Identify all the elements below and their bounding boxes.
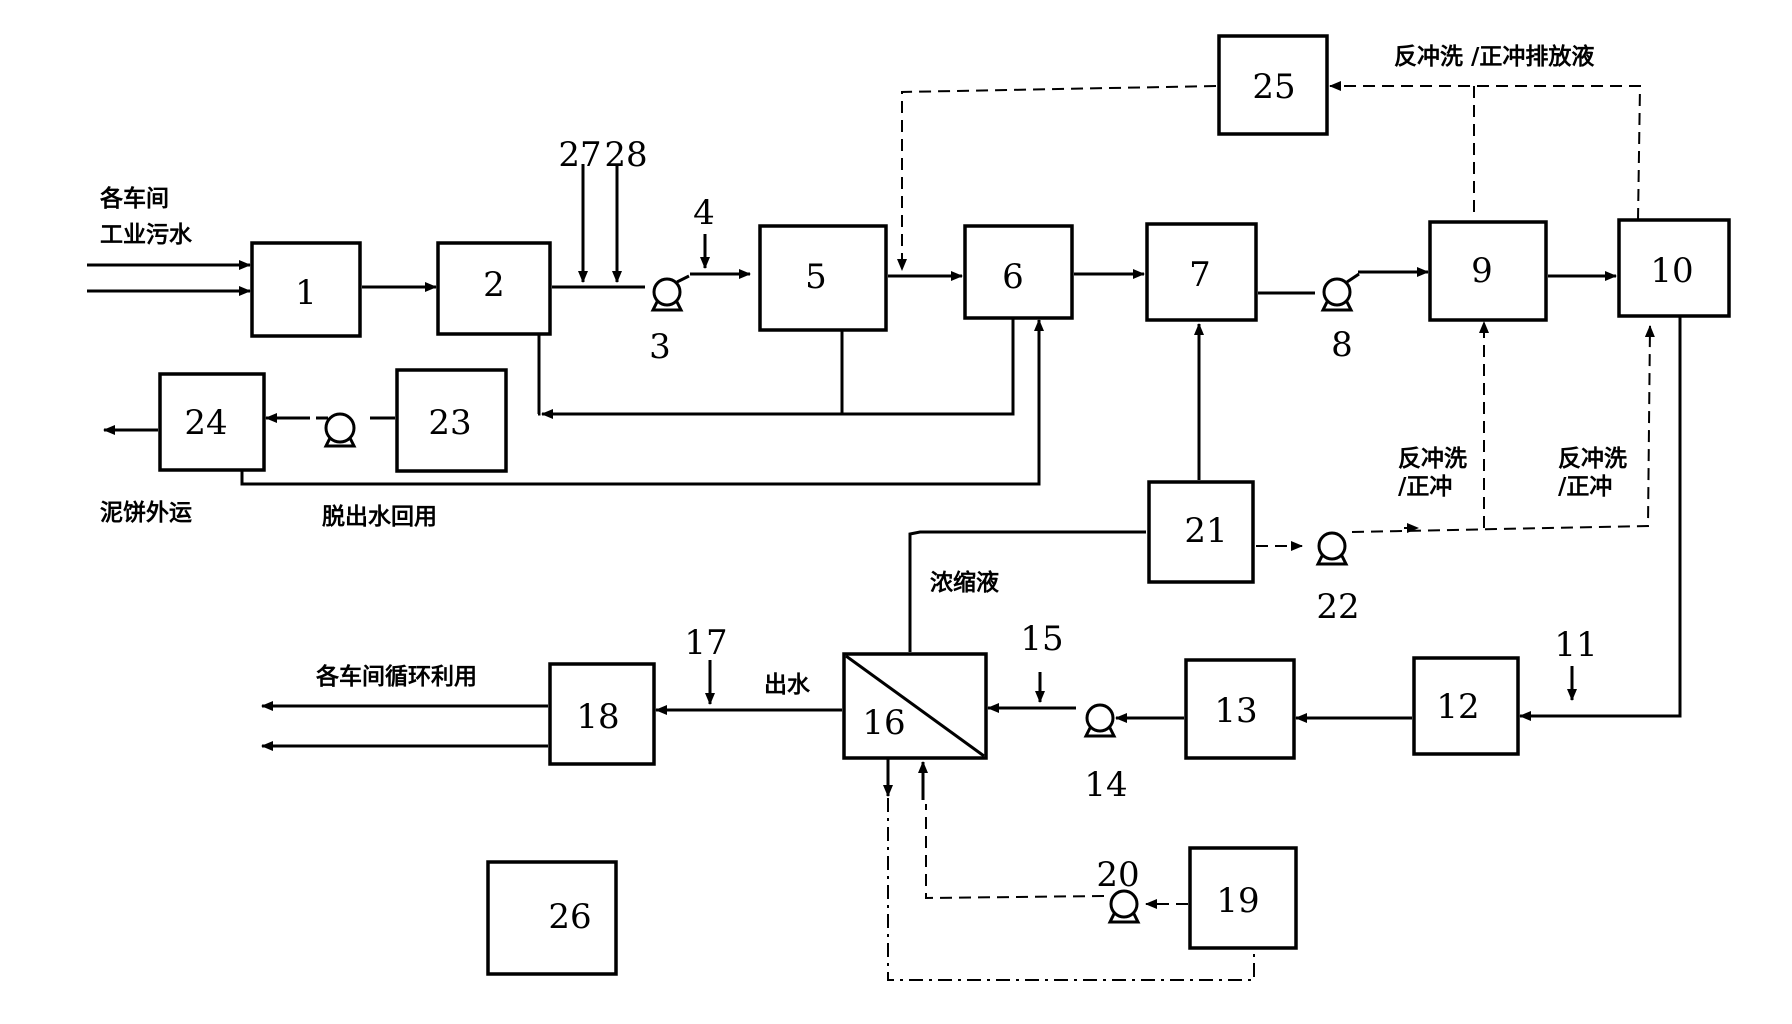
unit-13-label: 13 [1214, 691, 1257, 731]
sludge-out-label: 泥饼外运 [100, 499, 192, 526]
pump-22-label: 22 [1316, 587, 1359, 627]
effluent-label: 出水 [764, 672, 811, 698]
backwash-10-label-line1: 反冲洗 [1558, 446, 1627, 472]
pump-20-icon [1107, 889, 1141, 924]
unit-9: 9 [1428, 220, 1548, 322]
inlet-label-line2: 工业污水 [100, 222, 193, 248]
unit-5-label: 5 [805, 257, 827, 297]
unit-18-label: 18 [576, 697, 619, 737]
unit-5: 5 [758, 224, 888, 332]
concentrate-line [908, 530, 1146, 652]
backwash-lines [887, 81, 1655, 981]
unit-9-label: 9 [1471, 251, 1493, 291]
unit-23: 23 [395, 368, 508, 473]
unit-10-label: 10 [1650, 251, 1693, 291]
unit-21: 21 [1147, 480, 1255, 584]
cleaning-return-to-19 [887, 798, 1255, 981]
unit-25-label: 25 [1252, 67, 1295, 107]
unit-23-label: 23 [428, 403, 471, 443]
pump-14-icon [1083, 703, 1117, 738]
backwash-25-to-6 [897, 85, 1217, 271]
annotations: 各车间 工业污水 反冲洗 /正冲排放液 反冲洗 /正冲 反冲洗 /正冲 泥饼外运… [99, 43, 1627, 698]
dosing-17-label: 17 [684, 623, 727, 663]
unit-1-label: 1 [295, 273, 317, 313]
unit-12-label: 12 [1436, 687, 1479, 727]
pump-14-label: 14 [1084, 765, 1127, 805]
sludge-pump-icon [316, 412, 357, 448]
unit-2-label: 2 [483, 265, 505, 305]
dosing-labels: 27 28 4 11 15 17 [558, 135, 1597, 665]
unit-16-membrane: 16 [842, 652, 988, 760]
process-units: 1 2 5 6 7 9 10 12 [158, 34, 1731, 976]
unit-12: 12 [1412, 656, 1520, 756]
pumps: 3 8 14 20 22 [316, 272, 1360, 924]
dosing-11-label: 11 [1554, 625, 1597, 665]
unit-19-label: 19 [1216, 881, 1259, 921]
concentrate-label: 浓缩液 [930, 569, 999, 596]
backwash-pump22-to-10 [1351, 325, 1655, 533]
discharge-10-to-25 [1329, 81, 1642, 221]
pump-22-icon [1315, 531, 1349, 566]
unit-1: 1 [250, 241, 362, 338]
unit-6: 6 [963, 224, 1074, 320]
pump-8-label: 8 [1331, 325, 1353, 365]
pump-3-label: 3 [649, 327, 671, 367]
unit-10: 10 [1617, 218, 1731, 318]
backwash-9-label-line1: 反冲洗 [1398, 446, 1467, 472]
sludge-from-2 [537, 334, 541, 416]
backwash-discharge-label: 反冲洗 /正冲排放液 [1394, 43, 1594, 70]
unit-7: 7 [1145, 222, 1258, 322]
pump-20-label: 20 [1096, 855, 1139, 895]
unit-25: 25 [1217, 34, 1329, 136]
pump-8-icon [1320, 272, 1360, 312]
filtrate-reuse-label: 脱出水回用 [322, 503, 437, 530]
dosing-28-label: 28 [604, 135, 647, 175]
unit-19: 19 [1188, 846, 1298, 950]
sludge-to-23 [541, 318, 1015, 419]
dosing-27-label: 27 [558, 135, 601, 175]
unit-26: 26 [486, 860, 618, 976]
unit-18: 18 [548, 662, 656, 766]
unit-26-label: 26 [548, 897, 591, 937]
unit-24: 24 [158, 372, 266, 472]
filtrate-reuse-line [240, 319, 1044, 486]
unit-21-label: 21 [1184, 511, 1227, 551]
main-flow-lines [87, 164, 1682, 800]
unit-16-label: 16 [862, 703, 905, 743]
cleaning-pump20-to-16 [925, 804, 1105, 900]
unit-6-label: 6 [1002, 257, 1024, 297]
recycle-label: 各车间循环利用 [315, 663, 477, 690]
unit-7-label: 7 [1189, 255, 1211, 295]
dosing-4-label: 4 [693, 193, 715, 233]
flow-10-to-12 [1519, 316, 1682, 721]
inlet-label-line1: 各车间 [99, 185, 169, 212]
unit-13: 13 [1184, 658, 1296, 760]
pump-3-icon [650, 274, 690, 312]
unit-2: 2 [436, 241, 552, 336]
backwash-10-label-line2: /正冲 [1558, 474, 1612, 500]
dosing-15-label: 15 [1020, 619, 1063, 659]
unit-24-label: 24 [184, 403, 227, 443]
backwash-9-label-line2: /正冲 [1398, 474, 1452, 500]
membrane-line [845, 654, 985, 758]
